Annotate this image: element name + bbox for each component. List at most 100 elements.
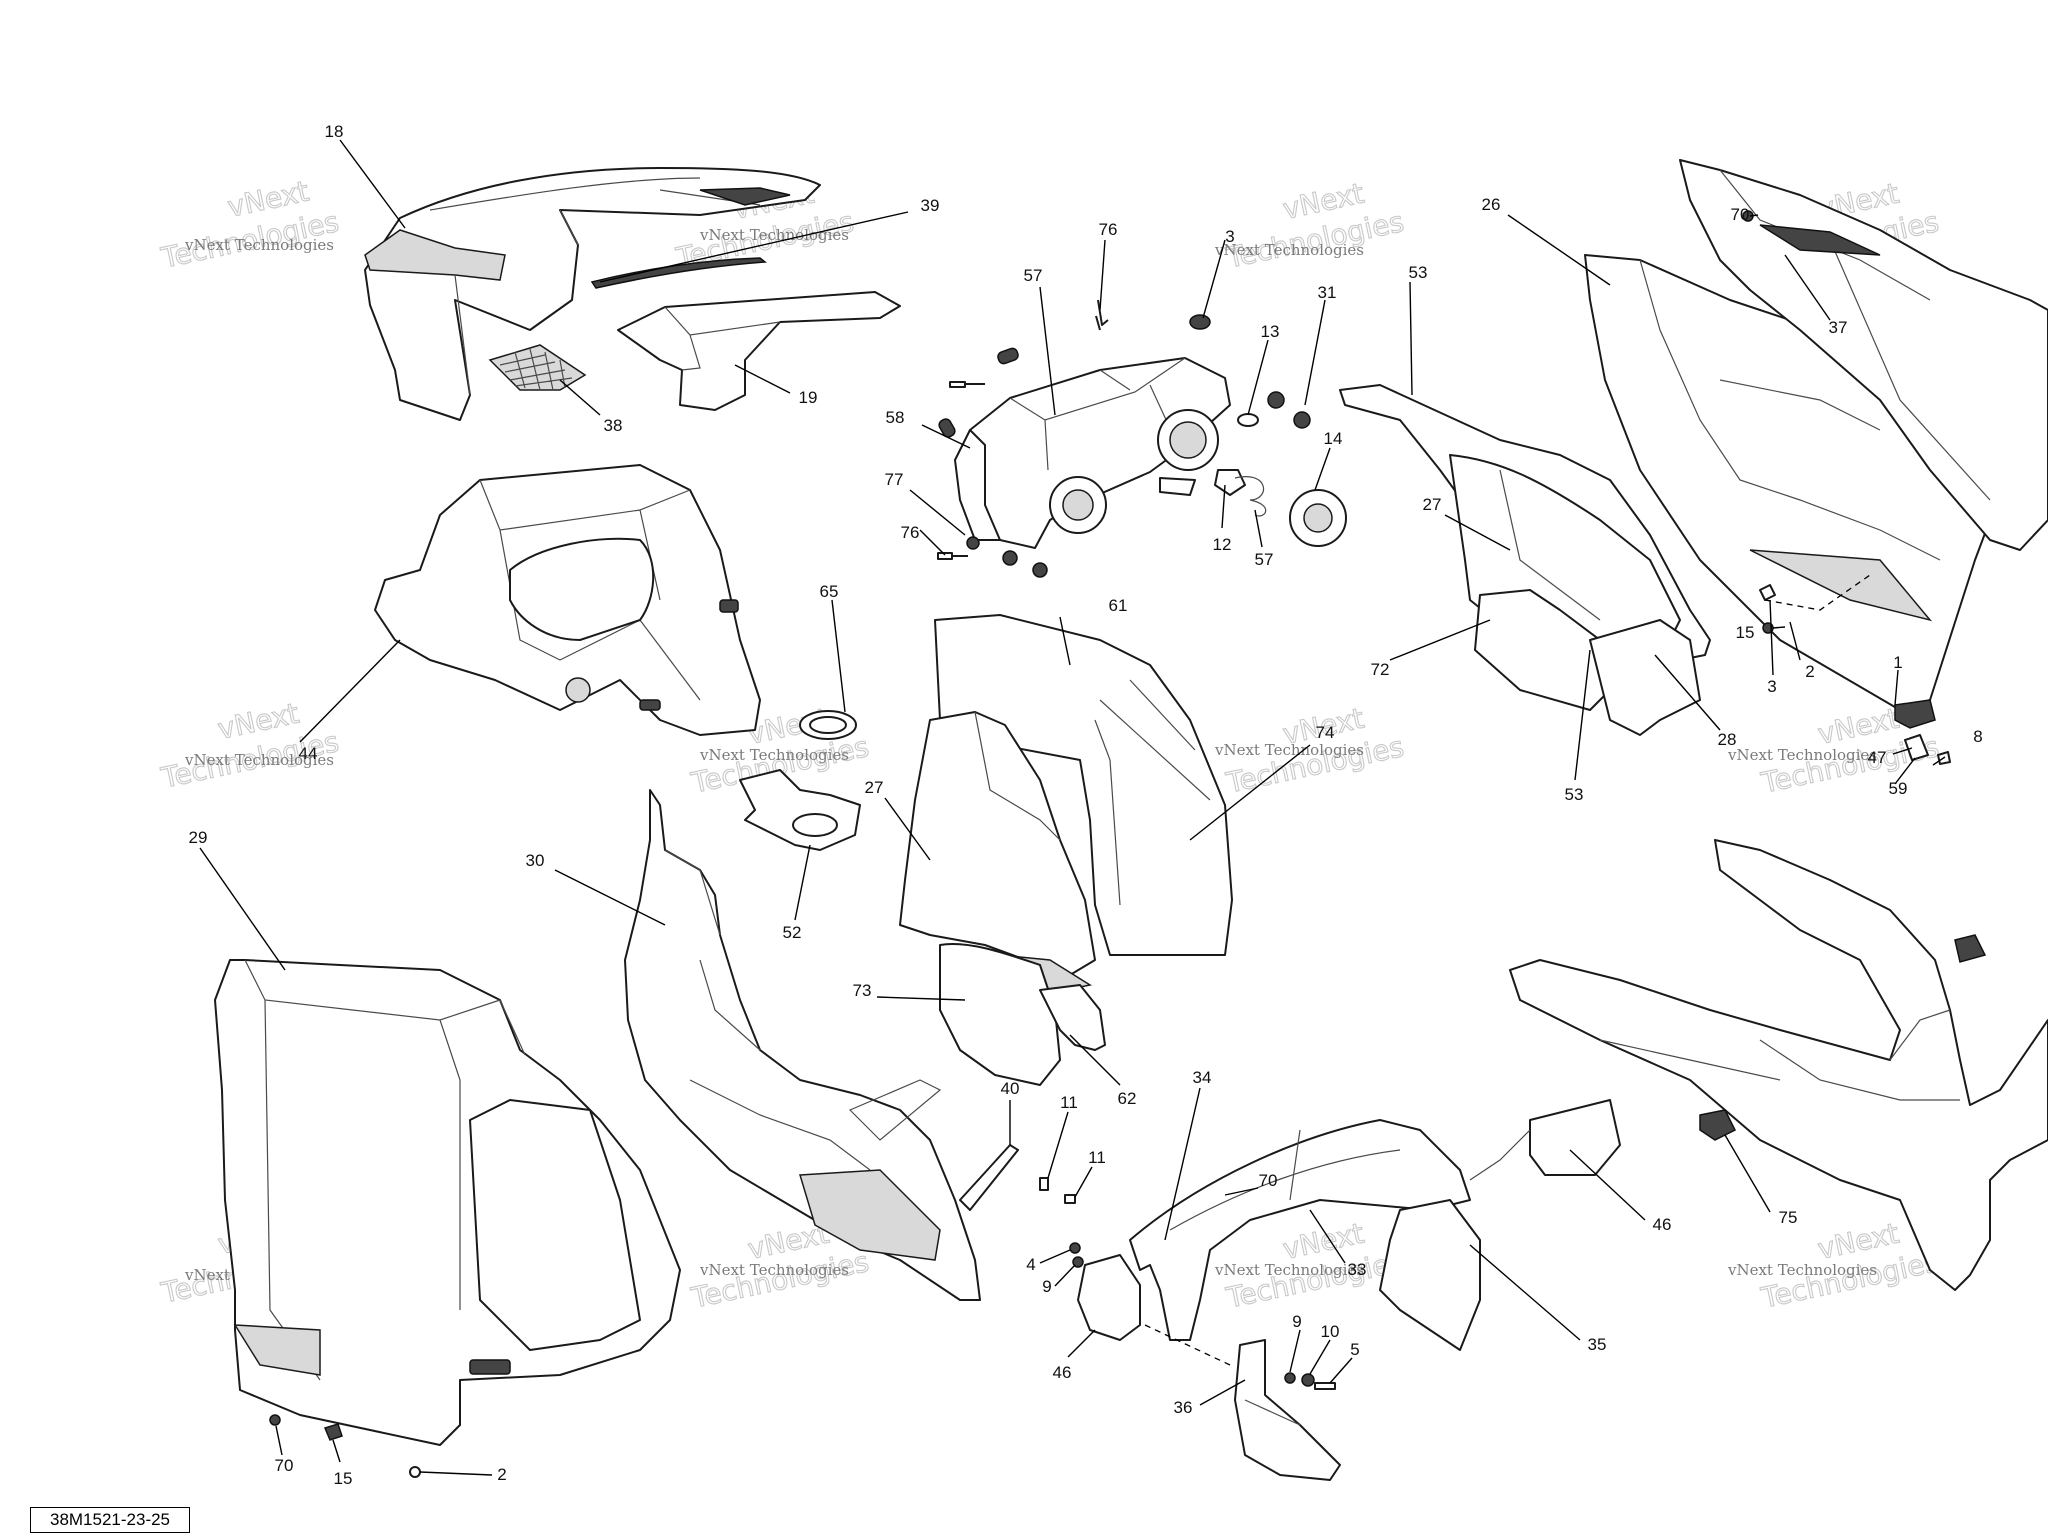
callout-label: 46 bbox=[1653, 1215, 1672, 1234]
watermark-text: vNext Technologies bbox=[184, 236, 334, 254]
callout-label: 40 bbox=[1001, 1079, 1020, 1098]
callout-label: 57 bbox=[1255, 550, 1274, 569]
callout-label: 3 bbox=[1225, 227, 1234, 246]
callout-label: 73 bbox=[853, 981, 872, 1000]
bracket-59 bbox=[1904, 734, 1929, 761]
callout-label: 1 bbox=[1893, 653, 1902, 672]
trim-strip-39 bbox=[590, 257, 767, 289]
callout-label: 35 bbox=[1588, 1335, 1607, 1354]
callout-label: 29 bbox=[189, 828, 208, 847]
grommet bbox=[938, 418, 956, 438]
callout-label: 28 bbox=[1718, 730, 1737, 749]
callout-label: 2 bbox=[1805, 662, 1814, 681]
watermark-text: vNext Technologies bbox=[1214, 1261, 1364, 1279]
clip-76 bbox=[1095, 299, 1109, 331]
large-panel-29 bbox=[214, 959, 681, 1446]
callout-label: 11 bbox=[1088, 1148, 1106, 1167]
callout-label: 57 bbox=[1024, 266, 1043, 285]
watermark-text: vNext Technologies bbox=[184, 751, 334, 769]
plate-52 bbox=[739, 769, 861, 851]
clip-47 bbox=[1894, 699, 1936, 729]
bulb-12 bbox=[1214, 469, 1246, 496]
callout-label: 2 bbox=[497, 1465, 506, 1484]
callout-label: 4 bbox=[1026, 1255, 1035, 1274]
mesh-grille-38 bbox=[488, 344, 587, 391]
screw-11 bbox=[1064, 1194, 1076, 1204]
mirror-46-right bbox=[1469, 1099, 1621, 1181]
screw-11 bbox=[1039, 1177, 1049, 1191]
callout-label: 30 bbox=[526, 851, 545, 870]
callout-label: 38 bbox=[604, 416, 623, 435]
callout-label: 59 bbox=[1889, 779, 1908, 798]
washer-31 bbox=[1293, 411, 1311, 429]
callout-label: 15 bbox=[334, 1469, 353, 1488]
callout-labels: 18 39 19 38 76 57 3 13 31 58 77 76 12 57… bbox=[189, 122, 1983, 1488]
grommet bbox=[997, 347, 1019, 365]
callout-label: 76 bbox=[1099, 220, 1118, 239]
washer bbox=[1072, 1256, 1084, 1268]
wire-clip-57 bbox=[1234, 476, 1267, 517]
callout-label: 53 bbox=[1409, 263, 1428, 282]
callout-label: 39 bbox=[921, 196, 940, 215]
headlight-assembly-57 bbox=[959, 357, 1231, 549]
cover-35 bbox=[1379, 1199, 1481, 1351]
callout-label: 27 bbox=[1423, 495, 1442, 514]
callout-label: 11 bbox=[1060, 1093, 1078, 1112]
watermark-text: vNext Technologies bbox=[1727, 1261, 1877, 1279]
washer-31 bbox=[1267, 391, 1285, 409]
parts-drawings bbox=[214, 159, 2048, 1481]
washer bbox=[1032, 562, 1048, 578]
callout-label: 9 bbox=[1042, 1277, 1051, 1296]
callout-label: 31 bbox=[1318, 283, 1337, 302]
callout-label: 61 bbox=[1109, 596, 1128, 615]
watermark-text: vNext Technologies bbox=[1727, 746, 1877, 764]
watermark: vNext Technologies bbox=[157, 174, 342, 275]
callout-label: 74 bbox=[1316, 723, 1335, 742]
figure-id-label: 38M1521-23-25 bbox=[30, 1507, 190, 1533]
nut-2 bbox=[409, 1466, 421, 1478]
callout-label: 34 bbox=[1193, 1068, 1212, 1087]
callout-label: 47 bbox=[1868, 748, 1887, 767]
callout-label: 9 bbox=[1292, 1312, 1301, 1331]
bracket-36 bbox=[1234, 1339, 1341, 1481]
panel-37 bbox=[1679, 159, 2048, 551]
callout-label: 65 bbox=[820, 582, 839, 601]
callout-label: 37 bbox=[1829, 318, 1848, 337]
watermark-text: vNext Technologies bbox=[1214, 741, 1364, 759]
callout-label: 70 bbox=[275, 1456, 294, 1475]
cap-13 bbox=[1237, 413, 1259, 427]
lower-piece-73 bbox=[939, 943, 1061, 1086]
clip bbox=[1954, 934, 1987, 963]
ring-65 bbox=[799, 710, 857, 740]
watermark-text: vNext Technologies bbox=[699, 1261, 849, 1279]
bracket-58 bbox=[954, 429, 1001, 541]
lower-piece-62 bbox=[1039, 984, 1106, 1051]
watermark: vNext Technologies bbox=[1222, 176, 1407, 275]
leader-lines bbox=[199, 139, 1946, 1476]
lower-fairing-right bbox=[1509, 839, 2048, 1291]
mirror-46-left bbox=[1077, 1254, 1141, 1341]
cover-14 bbox=[1289, 489, 1347, 547]
watermark: vNext Technologies bbox=[157, 696, 342, 795]
callout-label: 12 bbox=[1213, 535, 1232, 554]
washer-9 bbox=[1284, 1372, 1296, 1384]
callout-label: 44 bbox=[299, 744, 318, 763]
callout-label: 52 bbox=[783, 923, 802, 942]
callout-label: 70 bbox=[1731, 205, 1750, 224]
screw-76 bbox=[937, 552, 968, 560]
frame-34 bbox=[1129, 1119, 1471, 1341]
assembly-line bbox=[1764, 574, 1871, 611]
callout-label: 75 bbox=[1779, 1208, 1798, 1227]
callout-label: 76 bbox=[901, 523, 920, 542]
callout-label: 36 bbox=[1174, 1398, 1193, 1417]
screw-3 bbox=[1759, 584, 1776, 601]
callout-label: 70 bbox=[1259, 1171, 1278, 1190]
callout-label: 33 bbox=[1348, 1260, 1367, 1279]
clip-15 bbox=[323, 1423, 343, 1441]
nut-70 bbox=[269, 1414, 281, 1426]
callout-label: 10 bbox=[1321, 1322, 1340, 1341]
panel-26 bbox=[1584, 254, 1991, 711]
callout-label: 46 bbox=[1053, 1363, 1072, 1382]
nose-cone-44 bbox=[374, 464, 761, 736]
